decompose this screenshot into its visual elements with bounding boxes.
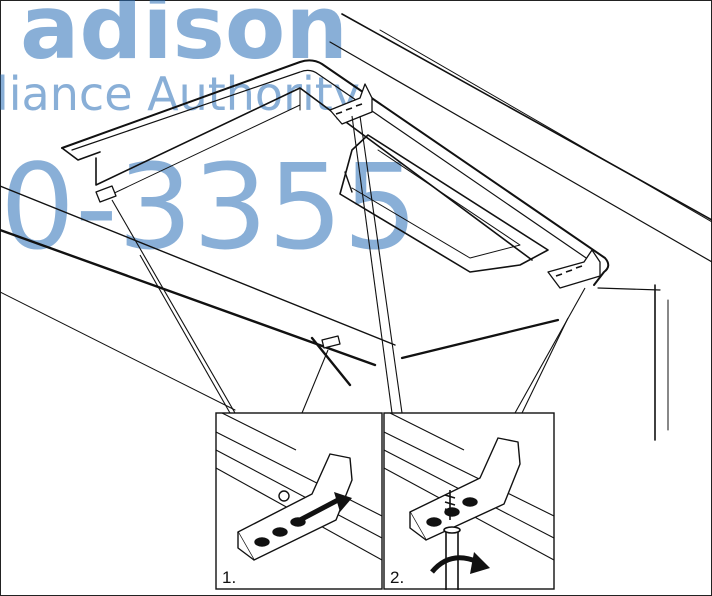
cabinet-edge-line (341, 13, 712, 221)
mounting-bracket-icon (409, 437, 521, 541)
appliance-window-notch (344, 171, 353, 193)
step-label-2: 2. (390, 568, 404, 587)
appliance-window-inner (351, 149, 521, 259)
watermark-line-1: adison (20, 0, 348, 79)
main-brackets (95, 83, 601, 349)
callout-lines (111, 115, 586, 414)
appliance-recess-edge (107, 104, 301, 197)
front-edge-line (310, 336, 352, 387)
cabinet-edge-line (597, 287, 661, 291)
cabinet-edge-line (379, 29, 712, 223)
appliance-outer-rim (61, 59, 610, 286)
front-edge-line (0, 228, 377, 367)
front-edge-line (400, 318, 560, 360)
appliance-rim-corner (61, 147, 101, 161)
mounting-bracket-icon (547, 249, 601, 289)
insert-arrow-icon (298, 492, 352, 523)
appliance-top-view (0, 13, 712, 441)
watermark-line-3: 0-3355 (0, 138, 418, 276)
step-label-1: 1. (222, 568, 236, 587)
detail-panel-step-2: 2. (383, 412, 555, 590)
appliance-inner-rim (71, 69, 593, 263)
appliance-recess (95, 87, 533, 261)
front-edge-line (0, 291, 236, 411)
mounting-bracket-icon (329, 83, 373, 125)
cabinet-edge-line (329, 41, 712, 263)
front-edge-line (0, 185, 396, 346)
detail-panel-step-1: 1. (215, 412, 383, 590)
rotate-arrow-icon (430, 552, 490, 574)
mounting-bracket-icon (95, 185, 117, 203)
appliance-window (339, 134, 549, 273)
mounting-bracket-icon (237, 453, 353, 561)
watermark: adison liance Authority 0-3355 (0, 0, 418, 276)
mounting-bracket-icon (321, 335, 341, 349)
